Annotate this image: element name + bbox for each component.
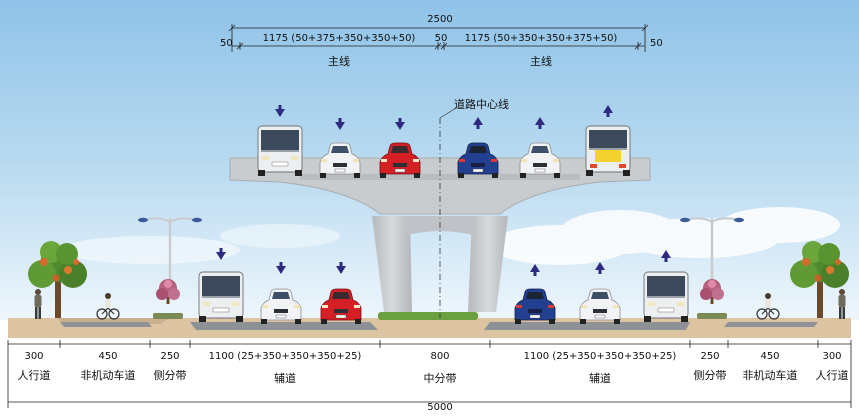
segment-label: 非机动车道 (80, 369, 136, 382)
segment-value: 250 (160, 351, 180, 362)
vehicle-bus-yellow (585, 125, 631, 177)
median-hedge (378, 312, 478, 320)
total-bottom-dimension: 5000 (427, 402, 453, 413)
segment-value: 800 (430, 351, 450, 362)
left-mainline-label: 主线 (328, 55, 350, 68)
segment-label: 人行道 (815, 369, 849, 382)
centerline-label: 道路中心线 (454, 98, 509, 111)
segment-label: 中分带 (423, 372, 457, 385)
deck-edge (300, 174, 580, 180)
right-main-dimension: 1175 (50+350+350+375+50) (464, 33, 618, 44)
side-strip-left (153, 313, 183, 319)
segment-value: 450 (98, 351, 118, 362)
segment-label: 侧分带 (153, 369, 187, 382)
bottom-dimension-lines (7, 340, 852, 408)
bike-lane-right (724, 322, 818, 327)
median-top-dimension: 50 (434, 33, 448, 44)
segment-value: 1100 (25+350+350+350+25) (208, 351, 362, 362)
centerline-leader (439, 107, 457, 119)
aux-road-right (484, 322, 690, 330)
left-main-dimension: 1175 (50+375+350+350+50) (262, 33, 416, 44)
right-mainline-label: 主线 (530, 55, 552, 68)
segment-value: 450 (760, 351, 780, 362)
vehicle-bus (257, 125, 303, 177)
aux-road-left (190, 322, 378, 330)
segment-label: 辅道 (589, 372, 611, 385)
segment-value: 1100 (25+350+350+350+25) (523, 351, 677, 362)
left-edge-dimension: 50 (220, 38, 233, 49)
side-strip-right (697, 313, 727, 319)
vehicle-bus (198, 271, 244, 323)
segment-label: 非机动车道 (742, 369, 798, 382)
total-top-dimension: 2500 (427, 14, 453, 25)
bike-lane-left (60, 322, 152, 327)
segment-label: 人行道 (17, 369, 51, 382)
segment-value: 300 (822, 351, 842, 362)
dimension-band (0, 338, 859, 417)
segment-value: 250 (700, 351, 720, 362)
segment-label: 侧分带 (693, 369, 727, 382)
bridge-pier-right (468, 216, 508, 312)
top-dimension-lines (228, 24, 649, 52)
vehicle-bus (643, 271, 689, 323)
bridge-pier-left (372, 216, 412, 312)
right-edge-dimension: 50 (650, 38, 663, 49)
segment-label: 辅道 (274, 372, 296, 385)
segment-value: 300 (24, 351, 44, 362)
clouds (60, 207, 840, 265)
